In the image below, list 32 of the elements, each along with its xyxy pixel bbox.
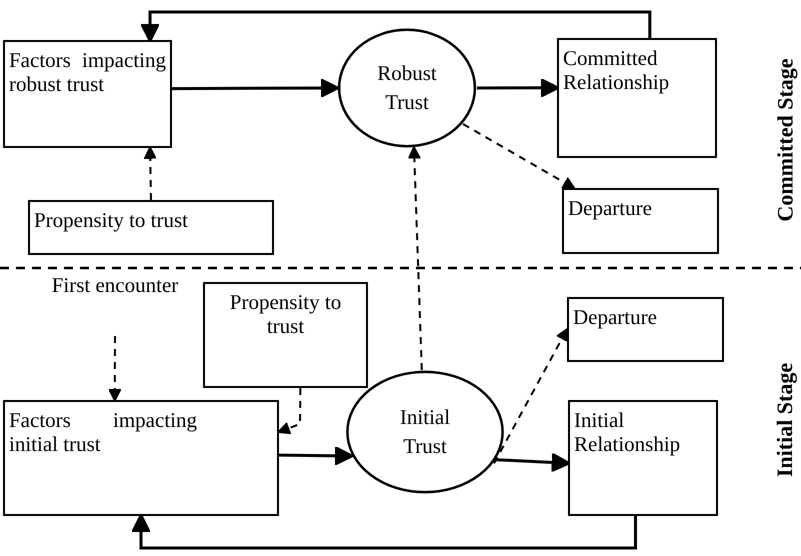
- process-box: [562, 188, 719, 254]
- stage-label: Initial Stage: [772, 362, 798, 478]
- process-ellipse: [337, 28, 477, 148]
- arrow: [278, 446, 354, 466]
- dashed-arrow: [144, 146, 157, 200]
- process-box: [203, 282, 368, 388]
- process-box: [568, 400, 718, 516]
- node-label: Initial Trust: [398, 404, 452, 460]
- node-label: Propensity to trust: [34, 208, 190, 232]
- dashed-arrow: [493, 328, 568, 464]
- node-label: Departure: [568, 196, 653, 220]
- process-box: [557, 38, 717, 158]
- node-label: Committed Relationship: [563, 46, 670, 94]
- node-label: Robust Trust: [376, 60, 438, 116]
- process-box: [567, 297, 724, 362]
- process-box: [3, 40, 172, 148]
- dashed-arrow: [462, 123, 576, 190]
- process-ellipse: [345, 370, 505, 494]
- dashed-arrow: [408, 146, 423, 370]
- node-label: Initial Relationship: [574, 408, 682, 456]
- node-label: Factors impacting initial trust: [9, 408, 197, 456]
- stage-label: Committed Stage: [772, 58, 798, 222]
- dashed-arrow: [108, 336, 122, 402]
- node-label: Factors impacting robust trust: [9, 48, 166, 96]
- arrow: [172, 78, 340, 98]
- process-box: [28, 200, 274, 255]
- start-label: First encounter: [50, 270, 180, 336]
- node-label: Departure: [573, 305, 658, 330]
- dashed-arrow: [277, 388, 302, 434]
- process-box: [3, 400, 279, 516]
- arrow: [140, 10, 652, 43]
- node-label: Propensity to trust: [228, 290, 342, 338]
